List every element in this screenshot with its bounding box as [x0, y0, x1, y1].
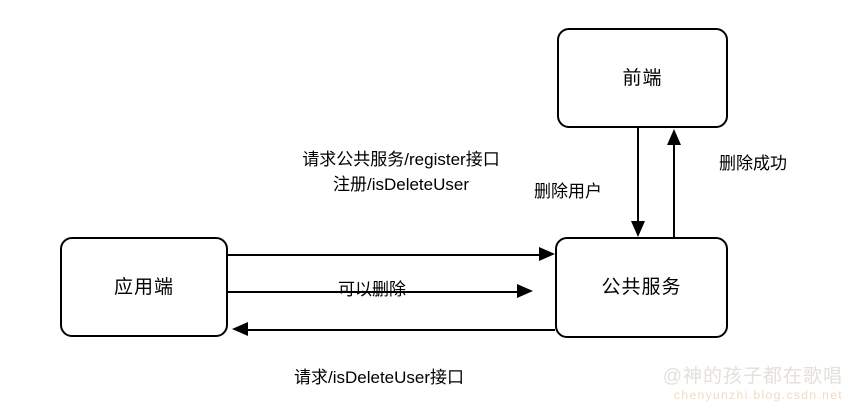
watermark: @神的孩子都在歌唱 chenyunzhi.blog.csdn.net	[663, 366, 843, 402]
node-frontend-label: 前端	[622, 67, 663, 89]
node-app-label: 应用端	[113, 276, 174, 298]
edge-app-to-service-register-line	[228, 254, 540, 256]
edge-label-request-isdeleteuser: 请求/isDeleteUser接口	[294, 368, 465, 387]
edge-label-register-line1: 请求公共服务/register接口	[302, 150, 500, 169]
node-frontend[interactable]: 前端	[557, 28, 728, 128]
node-service[interactable]: 公共服务	[555, 237, 728, 338]
edge-app-to-service-candelete-arrowhead	[517, 284, 533, 298]
edge-label-delete-success: 删除成功	[719, 154, 787, 173]
edge-app-to-service-register-arrowhead	[539, 247, 555, 261]
edge-service-to-app-arrowhead	[232, 322, 248, 336]
node-service-label: 公共服务	[601, 277, 682, 298]
node-app[interactable]: 应用端	[60, 237, 228, 337]
edge-label-delete-user: 删除用户	[534, 182, 602, 201]
edge-frontend-to-service-arrowhead	[631, 221, 645, 237]
watermark-handle: @神的孩子都在歌唱	[662, 365, 843, 387]
edge-service-to-frontend-arrowhead	[667, 129, 681, 145]
edge-label-can-delete: 可以删除	[338, 280, 406, 299]
edge-service-to-app-line	[248, 329, 555, 331]
edge-app-to-service-candelete-line	[228, 291, 518, 293]
edge-frontend-to-service-line	[637, 128, 639, 222]
edge-label-register-line2: 注册/isDeleteUser	[332, 174, 470, 194]
edge-service-to-frontend-line	[673, 144, 675, 237]
watermark-site: chenyunzhi.blog.csdn.net	[673, 387, 843, 402]
edge-label-register: 请求公共服务/register接口 注册/isDeleteUser	[272, 148, 530, 197]
